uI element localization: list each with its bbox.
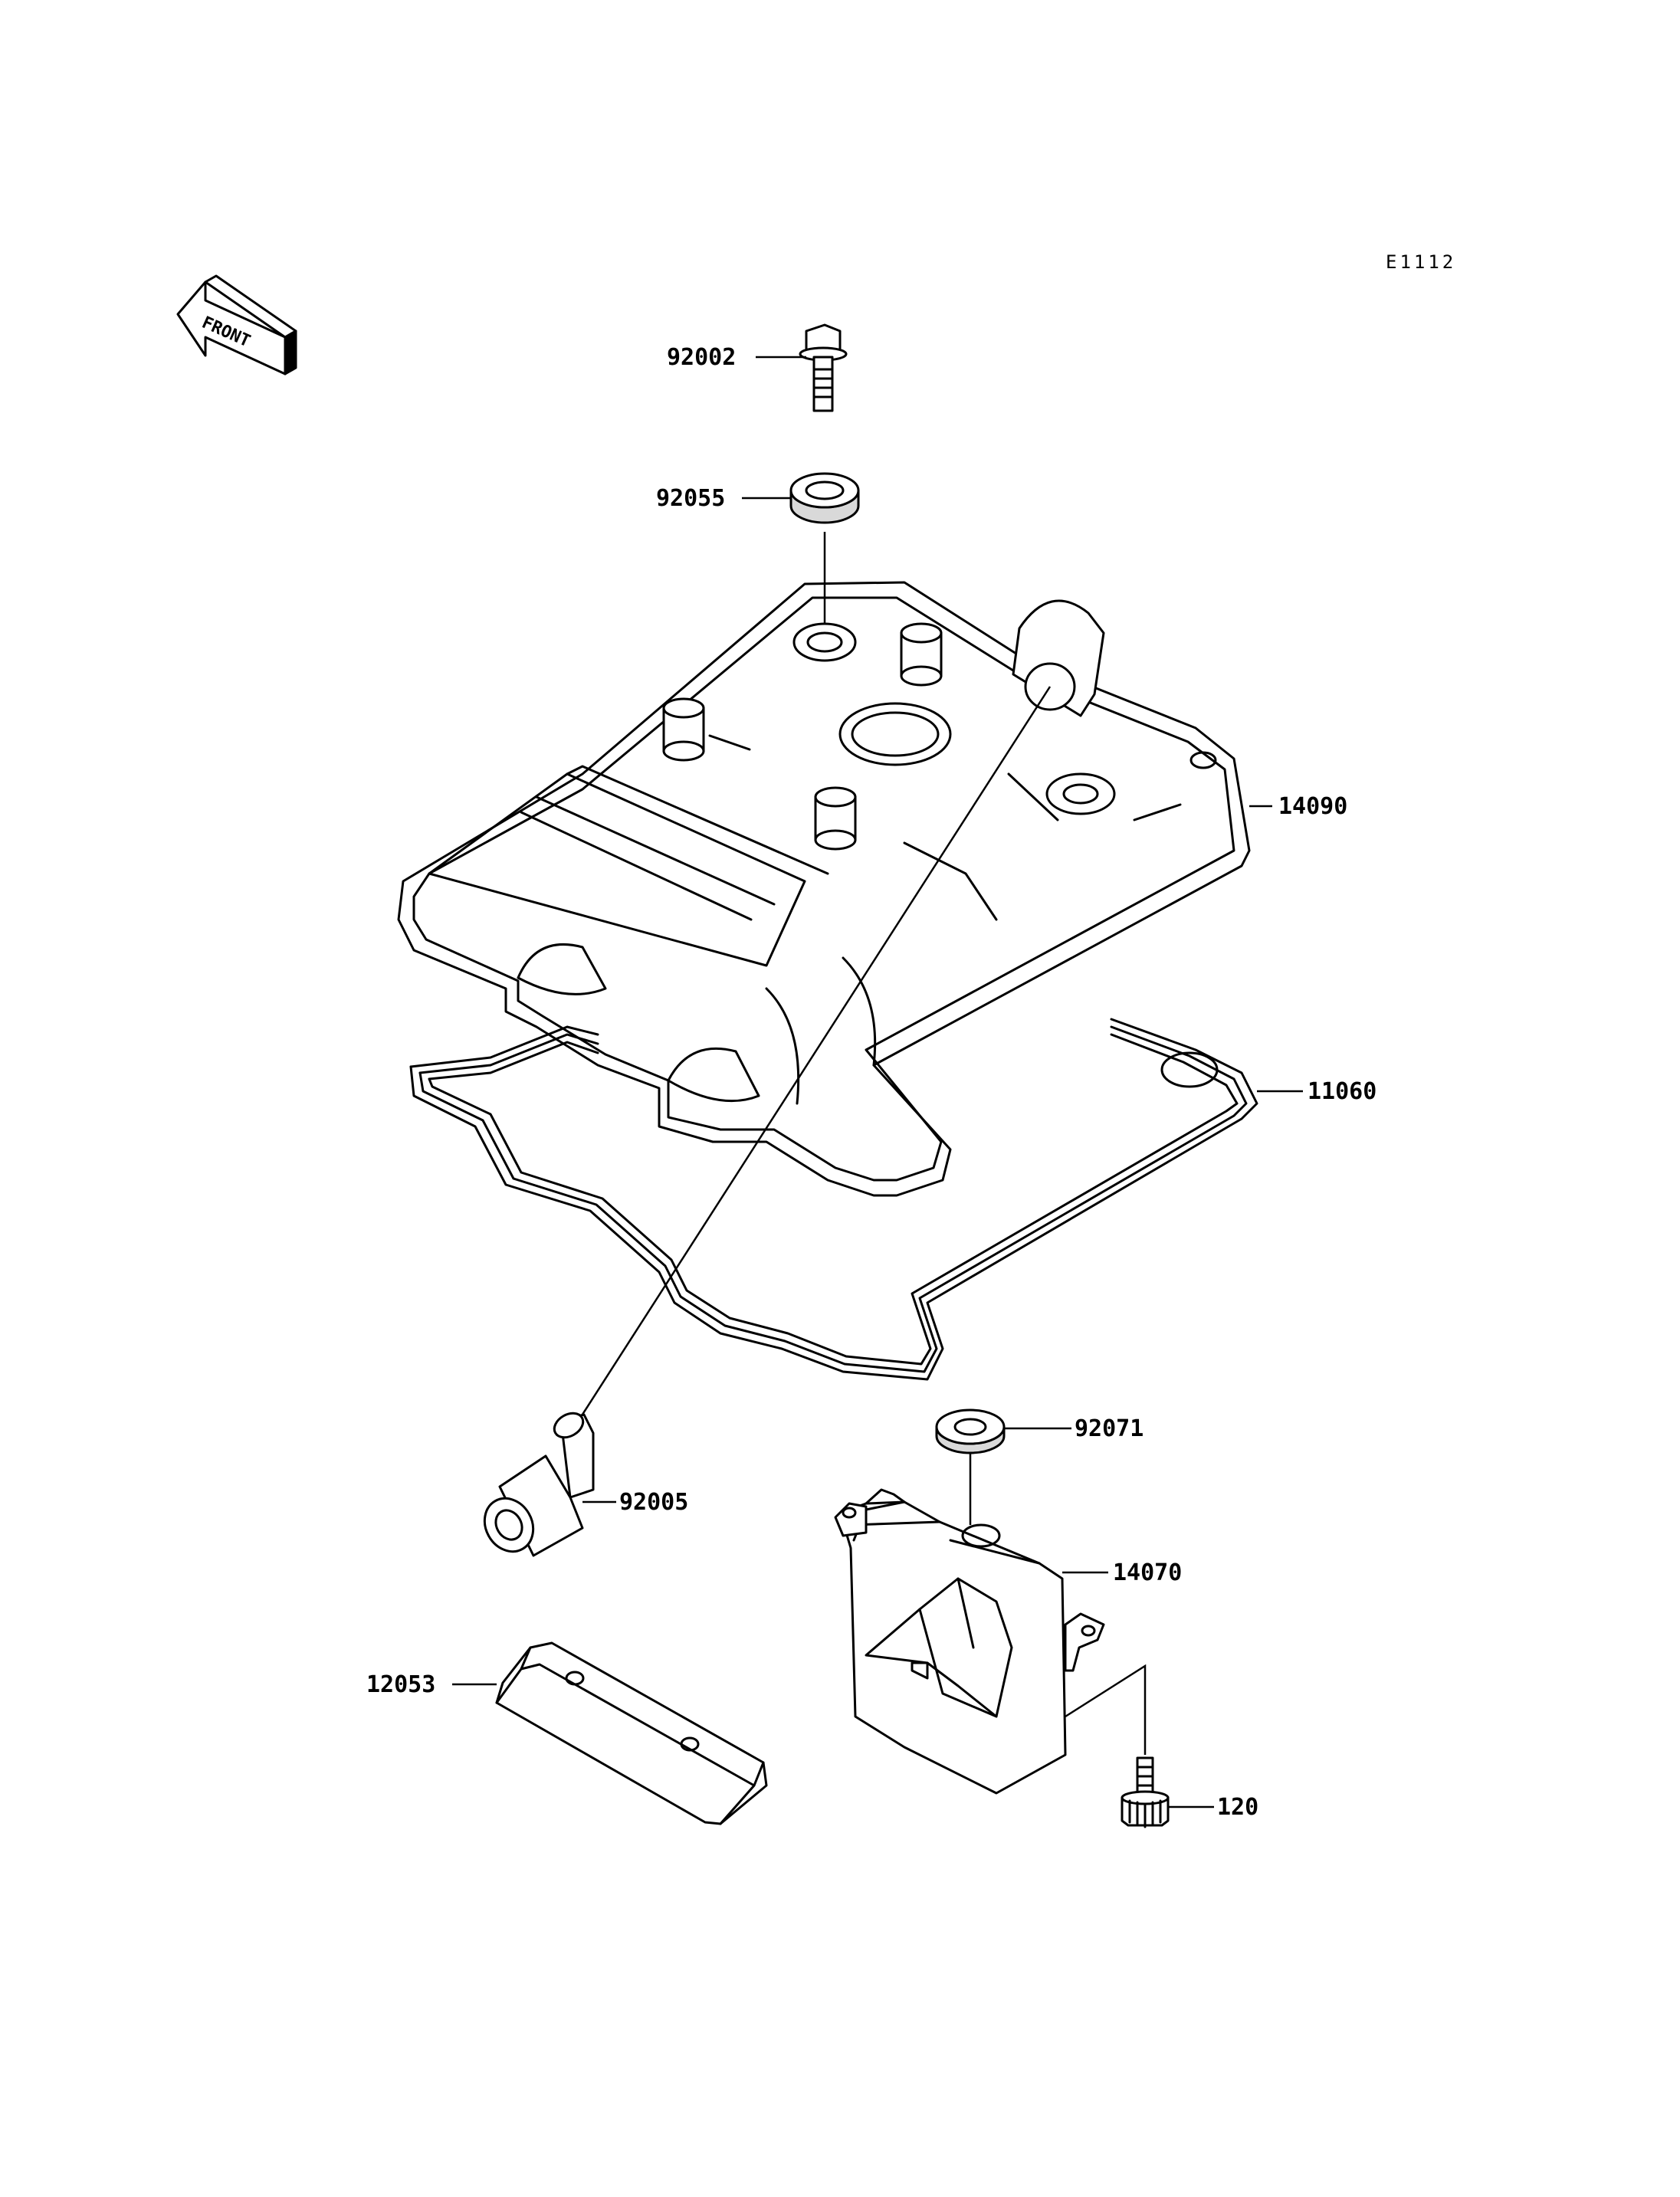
pad-12053 xyxy=(495,1641,768,1825)
callout-92005: 92005 xyxy=(619,1489,688,1516)
boss-2 xyxy=(900,622,943,687)
front-direction-arrow-icon: FRONT xyxy=(176,274,297,375)
callout-11060: 11060 xyxy=(1308,1078,1376,1105)
grommet-92055 xyxy=(789,472,860,524)
callout-92002: 92002 xyxy=(667,344,736,371)
boss-1 xyxy=(662,697,705,762)
grommet-92071 xyxy=(935,1408,1006,1454)
gasket-11060 xyxy=(409,1018,1258,1381)
diagram-reference-code: E1112 xyxy=(1386,251,1456,273)
cover-14070 xyxy=(834,1488,1105,1795)
callout-92071: 92071 xyxy=(1075,1415,1144,1442)
callout-92055: 92055 xyxy=(656,485,725,512)
collar-92005 xyxy=(483,1412,595,1557)
callout-120: 120 xyxy=(1217,1794,1258,1821)
callout-14090: 14090 xyxy=(1278,793,1347,820)
screw-120 xyxy=(1121,1756,1170,1828)
callout-12053: 12053 xyxy=(366,1671,435,1698)
bolt-92002 xyxy=(799,323,848,412)
callout-14070: 14070 xyxy=(1113,1559,1182,1586)
boss-3 xyxy=(814,786,857,851)
cylinder-head-cover-14090 xyxy=(397,581,1251,1197)
